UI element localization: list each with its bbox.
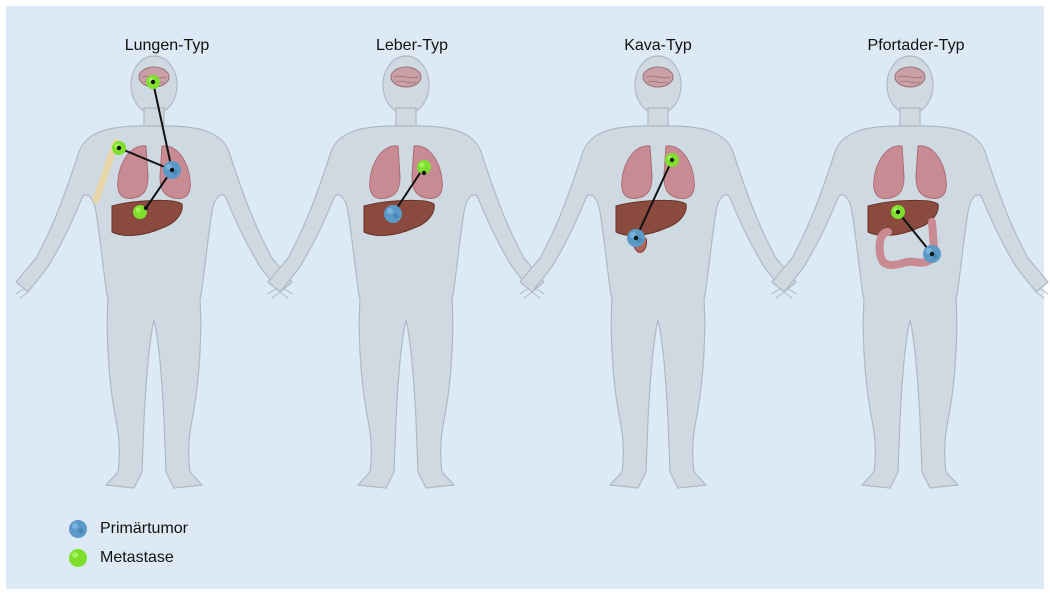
legend-label-metastasis: Metastase: [100, 549, 174, 567]
metastasis-icon: [68, 548, 88, 568]
body-kava-typ: [520, 56, 796, 488]
body-lungen-typ: [16, 56, 292, 488]
primary-tumor-liver: [384, 205, 402, 223]
body-leber-typ: [268, 56, 544, 488]
legend-item-metastasis: Metastase: [68, 548, 174, 568]
body-pfortader-typ: [772, 56, 1048, 488]
legend-item-primary-tumor: Primärtumor: [68, 519, 188, 539]
legend-label-primary-tumor: Primärtumor: [100, 520, 188, 538]
primary-tumor-icon: [68, 519, 88, 539]
